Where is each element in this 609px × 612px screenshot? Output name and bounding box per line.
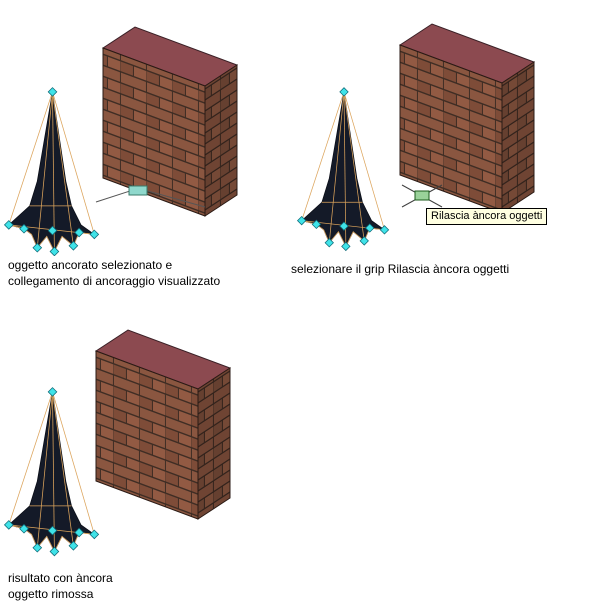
- tree-object[interactable]: [5, 388, 99, 556]
- brick-wall: [399, 23, 535, 214]
- release-anchor-grip[interactable]: [401, 184, 443, 208]
- tree-object[interactable]: [5, 88, 99, 256]
- caption-panel-2: selezionare il grip Rilascia àncora ogge…: [291, 261, 509, 277]
- brick-wall: [95, 329, 231, 520]
- caption-panel-1: oggetto ancorato selezionato e collegame…: [8, 257, 220, 289]
- grip-tooltip: Rilascia àncora oggetti: [426, 208, 548, 225]
- caption-line: selezionare il grip Rilascia àncora ogge…: [291, 262, 510, 276]
- brick-wall: [102, 26, 238, 217]
- tree-object[interactable]: [298, 88, 389, 251]
- caption-line: collegamento di ancoraggio visualizzato: [8, 274, 221, 288]
- caption-line: oggetto ancorato selezionato e: [8, 258, 173, 272]
- caption-line: oggetto rimossa: [8, 587, 94, 601]
- caption-line: risultato con àncora: [8, 571, 113, 585]
- scene-panel-1: [0, 26, 238, 256]
- scene-panel-2: [290, 23, 535, 255]
- anchor-link-node[interactable]: [128, 185, 148, 196]
- caption-panel-3: risultato con àncora oggetto rimossa: [8, 570, 113, 602]
- scene-panel-3: [0, 329, 231, 568]
